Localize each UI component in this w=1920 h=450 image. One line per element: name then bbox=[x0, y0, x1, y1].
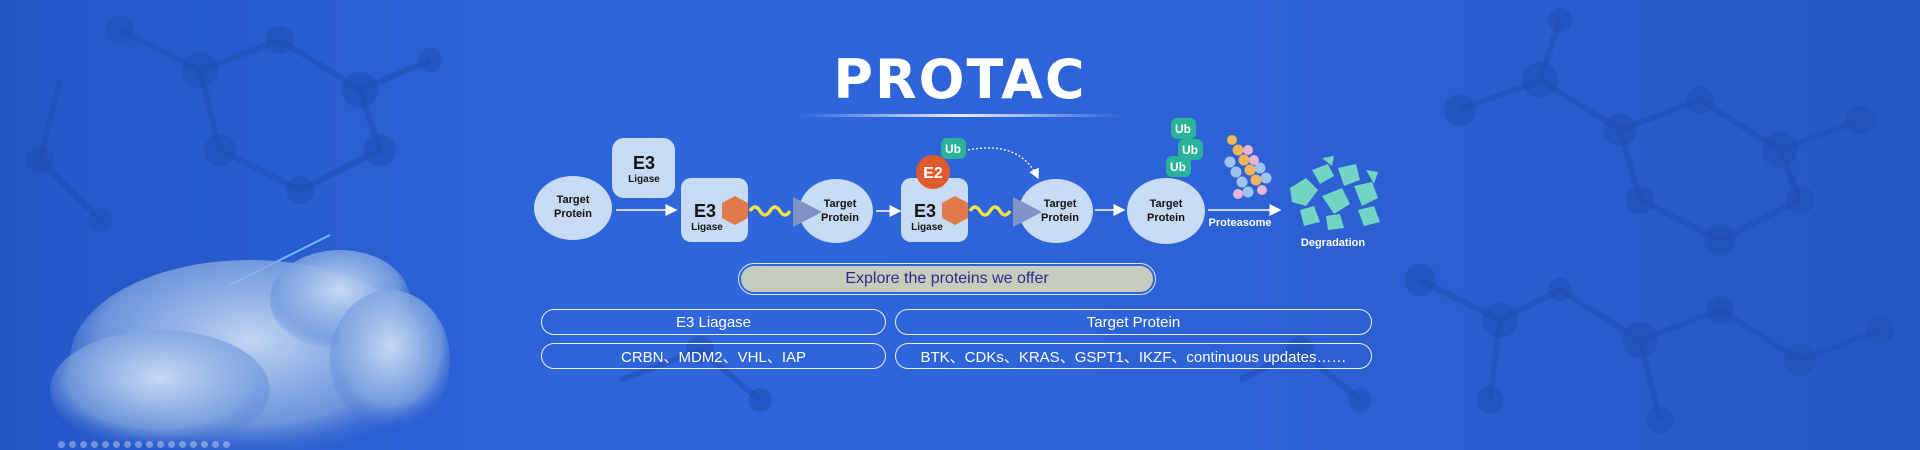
degradation-label: Degradation bbox=[1301, 237, 1365, 249]
ub-badge-1: Ub bbox=[941, 138, 966, 159]
ub-badge-2: Ub bbox=[1171, 118, 1196, 139]
svg-text:E3: E3 bbox=[694, 201, 716, 221]
svg-text:E3: E3 bbox=[914, 201, 936, 221]
carousel-dots bbox=[58, 441, 230, 448]
svg-text:E2: E2 bbox=[923, 165, 943, 182]
svg-text:Ub: Ub bbox=[1182, 143, 1198, 157]
target-protein-list[interactable]: BTK、CDKs、KRAS、GSPT1、IKZF、continuous upda… bbox=[895, 343, 1372, 369]
svg-text:Protein: Protein bbox=[1147, 212, 1185, 224]
target-protein-node-3: Target Protein bbox=[1019, 179, 1093, 243]
svg-text:Ligase: Ligase bbox=[691, 222, 723, 233]
linker-2 bbox=[968, 205, 1012, 217]
svg-text:Ligase: Ligase bbox=[628, 174, 660, 185]
ub-transfer-arrow bbox=[967, 147, 1039, 180]
triangle-warhead-2 bbox=[1013, 197, 1042, 227]
svg-text:Target: Target bbox=[1150, 198, 1183, 210]
ub-badge-3: Ub bbox=[1178, 139, 1203, 160]
protac-mechanism-diagram: Target Protein E3 Ligase E3 Ligase Targe… bbox=[534, 118, 1380, 249]
protein-cloud bbox=[50, 250, 450, 450]
ub-badge-4: Ub bbox=[1166, 156, 1191, 177]
svg-text:Protein: Protein bbox=[1041, 212, 1079, 224]
e3-ligase-node-3: E3 Ligase bbox=[901, 178, 968, 242]
explore-button-frame: Explore the proteins we offer bbox=[738, 263, 1156, 295]
e2-badge: E2 bbox=[916, 155, 950, 189]
page-title: PROTAC bbox=[833, 48, 1087, 111]
svg-text:E3: E3 bbox=[633, 153, 655, 173]
e3-ligase-list[interactable]: CRBN、MDM2、VHL、IAP bbox=[541, 343, 886, 369]
explore-proteins-button[interactable]: Explore the proteins we offer bbox=[741, 266, 1153, 292]
svg-text:Target: Target bbox=[1044, 198, 1077, 210]
linker-1 bbox=[748, 205, 792, 217]
svg-text:Ligase: Ligase bbox=[911, 222, 943, 233]
target-protein-node-1: Target Protein bbox=[534, 176, 612, 240]
e3-ligase-node-1: E3 Ligase bbox=[612, 138, 675, 198]
svg-text:Protein: Protein bbox=[554, 208, 592, 220]
svg-text:Ub: Ub bbox=[1175, 122, 1191, 136]
triangle-warhead-1 bbox=[793, 197, 822, 227]
svg-text:Ub: Ub bbox=[945, 142, 961, 156]
svg-text:Target: Target bbox=[557, 194, 590, 206]
svg-text:Ub: Ub bbox=[1170, 160, 1186, 174]
title-underline bbox=[800, 114, 1120, 117]
svg-text:Target: Target bbox=[824, 198, 857, 210]
hexagon-ligand-2 bbox=[942, 196, 968, 225]
degradation-fragments-icon bbox=[1290, 156, 1380, 230]
hexagon-ligand-1 bbox=[722, 196, 748, 225]
proteasome-label: Proteasome bbox=[1209, 217, 1272, 229]
proteasome-icon bbox=[1224, 135, 1272, 199]
target-protein-header[interactable]: Target Protein bbox=[895, 309, 1372, 335]
e3-ligase-header[interactable]: E3 Liagase bbox=[541, 309, 886, 335]
svg-text:Protein: Protein bbox=[821, 212, 859, 224]
target-protein-node-2: Target Protein bbox=[799, 179, 873, 243]
e3-ligase-node-2: E3 Ligase bbox=[681, 178, 748, 242]
target-protein-node-4: Target Protein bbox=[1127, 178, 1205, 244]
